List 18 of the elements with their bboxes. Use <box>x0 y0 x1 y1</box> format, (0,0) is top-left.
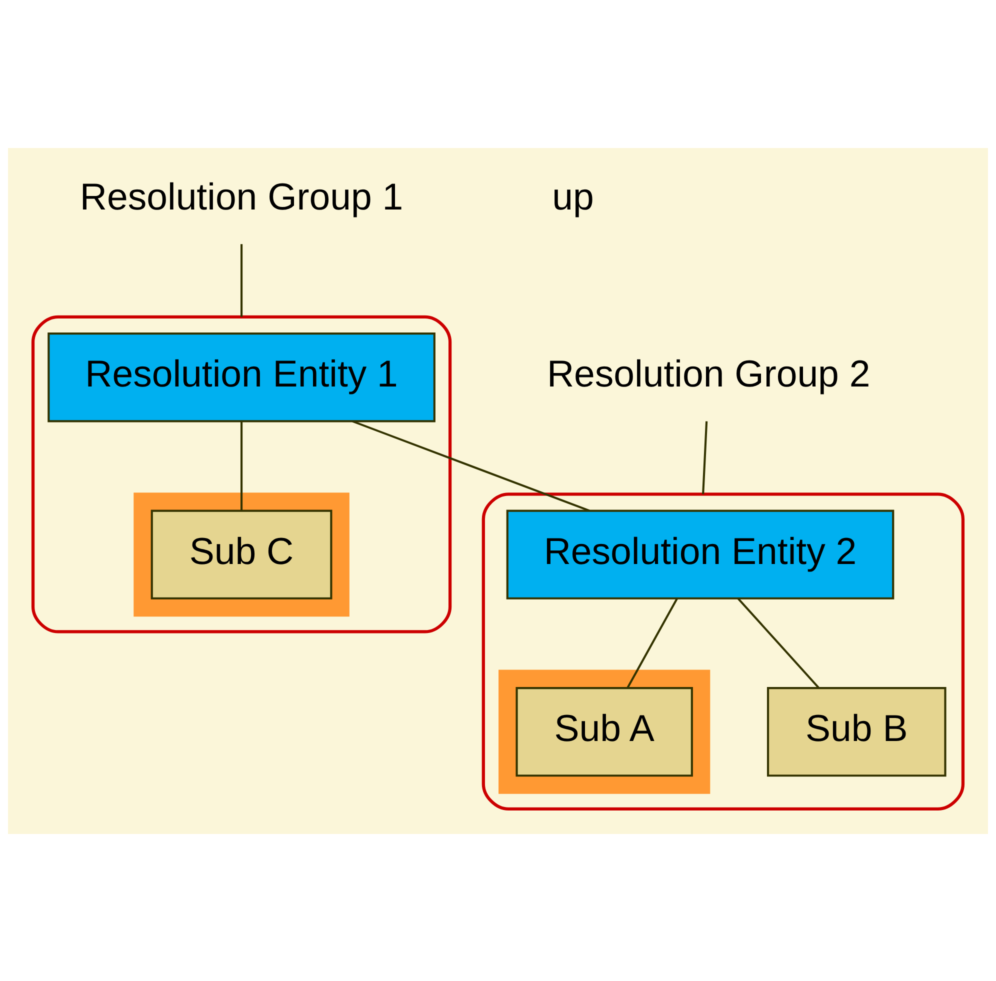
node-box: Resolution Entity 1 <box>48 332 436 422</box>
node-box: Resolution Entity 2 <box>506 509 894 599</box>
connector <box>737 597 820 688</box>
node-box: Sub C <box>150 509 332 599</box>
cluster <box>498 669 710 794</box>
connector <box>240 244 243 316</box>
cluster <box>482 492 965 810</box>
cluster <box>134 492 350 616</box>
connector <box>240 420 243 510</box>
cluster <box>31 314 452 633</box>
node-text: Resolution Group 1 <box>80 174 404 217</box>
connector <box>626 598 678 688</box>
node-text: Resolution Group 2 <box>546 352 870 394</box>
node-box: Sub B <box>766 686 946 776</box>
label: up <box>552 174 594 217</box>
connector <box>352 420 590 512</box>
connector <box>702 420 708 494</box>
node-box: Sub A <box>516 686 693 776</box>
